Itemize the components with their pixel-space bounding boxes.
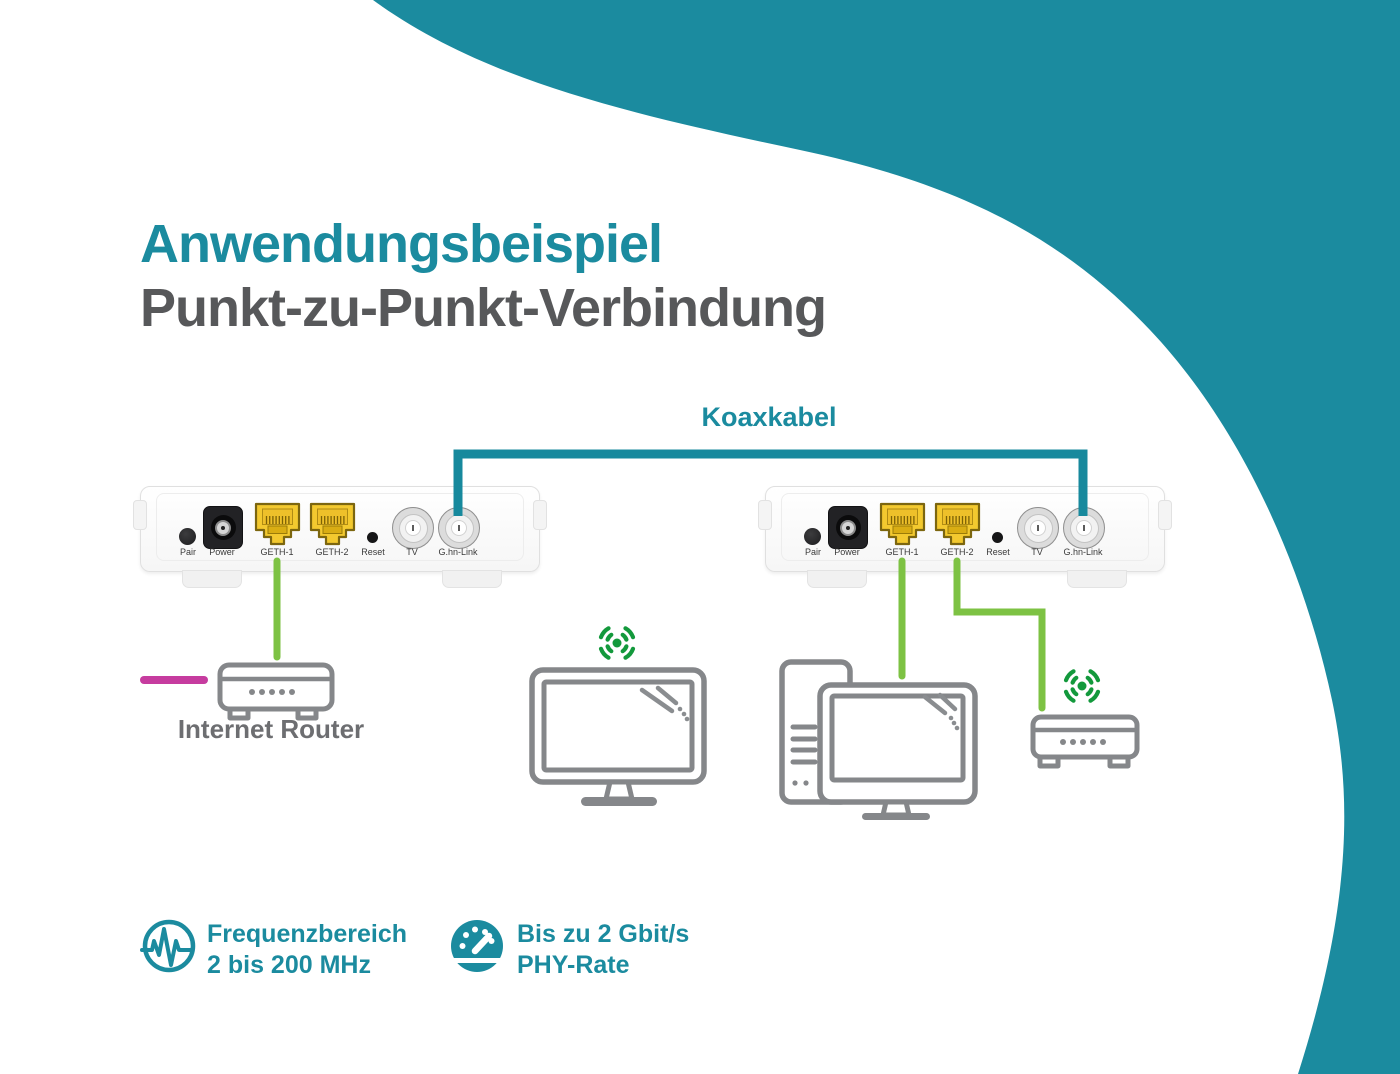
port-label-reset: Reset bbox=[986, 547, 1010, 557]
adapter-side-tab bbox=[1158, 500, 1172, 530]
wireless-signal-icon bbox=[598, 626, 636, 660]
internet-feed-line bbox=[140, 676, 208, 684]
connector-ring bbox=[398, 513, 428, 543]
ethernet-port-geth1-icon bbox=[879, 502, 926, 546]
power-jack-pin bbox=[221, 525, 225, 530]
connector-core bbox=[451, 520, 467, 536]
reset-button bbox=[992, 532, 1003, 543]
connector-ring bbox=[444, 513, 474, 543]
adapter-face bbox=[156, 493, 524, 561]
feature-phy-rate: Bis zu 2 Gbit/s PHY-Rate bbox=[517, 919, 689, 981]
port-label-reset: Reset bbox=[361, 547, 385, 557]
connector-core bbox=[1030, 520, 1046, 536]
port-label-geth1: GETH-1 bbox=[885, 547, 919, 557]
desktop-computer-icon bbox=[779, 659, 978, 820]
feature-frequency-line2: 2 bis 200 MHz bbox=[207, 951, 371, 979]
tv-connector bbox=[1017, 507, 1059, 549]
pair-button bbox=[804, 528, 821, 545]
adapter-side-tab bbox=[533, 500, 547, 530]
wireless-signal-icon bbox=[1063, 669, 1101, 703]
power-jack-hole bbox=[835, 515, 861, 540]
power-jack-ring bbox=[840, 519, 856, 536]
feature-frequency-line1: Frequenzbereich bbox=[207, 920, 408, 948]
port-label-pair: Pair bbox=[179, 547, 197, 557]
port-label-power: Power bbox=[834, 547, 860, 557]
frequency-wave-icon bbox=[140, 919, 196, 973]
port-label-ghnlink: G.hn-Link bbox=[1063, 547, 1103, 557]
ghn-link-connector bbox=[1063, 507, 1105, 549]
connector-slot bbox=[1083, 525, 1085, 531]
power-port bbox=[203, 506, 243, 549]
connector-slot bbox=[412, 525, 414, 531]
adapter-foot bbox=[1067, 570, 1127, 588]
connector-core bbox=[405, 520, 421, 536]
connector-core bbox=[1076, 520, 1092, 536]
adapter-side-tab bbox=[133, 500, 147, 530]
title-line-2: Punkt-zu-Punkt-Verbindung bbox=[140, 278, 827, 338]
feature-frequency: Frequenzbereich 2 bis 200 MHz bbox=[207, 919, 407, 981]
tv-connector bbox=[392, 507, 434, 549]
adapter-foot bbox=[807, 570, 867, 588]
internet-router-icon bbox=[217, 662, 335, 721]
page-title: Anwendungsbeispiel Punkt-zu-Punkt-Verbin… bbox=[140, 212, 827, 340]
pair-button bbox=[179, 528, 196, 545]
power-jack-hole bbox=[210, 515, 236, 540]
ethernet-port-geth2-icon bbox=[309, 502, 356, 546]
ghn-link-connector bbox=[438, 507, 480, 549]
adapter-foot bbox=[442, 570, 502, 588]
adapter-foot bbox=[182, 570, 242, 588]
koaxkabel-label: Koaxkabel bbox=[701, 402, 837, 432]
ethernet-port-geth2-icon bbox=[934, 502, 981, 546]
port-label-tv: TV bbox=[406, 547, 418, 557]
connector-slot bbox=[458, 525, 460, 531]
power-port bbox=[828, 506, 868, 549]
coax-adapter-right: Pair Power GETH-1 GETH-2 Reset TV G.hn-L… bbox=[758, 486, 1172, 588]
connector-ring bbox=[1023, 513, 1053, 543]
port-label-power: Power bbox=[209, 547, 235, 557]
connector-slot bbox=[1037, 525, 1039, 531]
settop-box-icon bbox=[1030, 714, 1140, 769]
swoosh-shape bbox=[373, 0, 1400, 1074]
reset-button bbox=[367, 532, 378, 543]
power-jack-ring bbox=[215, 519, 231, 536]
port-label-geth1: GETH-1 bbox=[260, 547, 294, 557]
coax-adapter-left: Pair Power GETH-1 GETH-2 Reset TV G.hn-L… bbox=[133, 486, 547, 588]
adapter-side-tab bbox=[758, 500, 772, 530]
port-label-geth2: GETH-2 bbox=[315, 547, 349, 557]
ethernet-port-geth1-icon bbox=[254, 502, 301, 546]
port-label-ghnlink: G.hn-Link bbox=[438, 547, 478, 557]
feature-phy-rate-line1: Bis zu 2 Gbit/s bbox=[517, 920, 690, 948]
port-label-geth2: GETH-2 bbox=[940, 547, 974, 557]
power-jack-pin bbox=[846, 525, 850, 530]
connector-ring bbox=[1069, 513, 1099, 543]
title-line-1: Anwendungsbeispiel bbox=[140, 214, 663, 274]
speedometer-icon bbox=[449, 920, 505, 972]
tv-monitor-icon bbox=[529, 667, 707, 806]
feature-phy-rate-line2: PHY-Rate bbox=[517, 951, 630, 979]
internet-router-label: Internet Router bbox=[177, 714, 365, 744]
port-label-pair: Pair bbox=[804, 547, 822, 557]
port-label-tv: TV bbox=[1031, 547, 1043, 557]
